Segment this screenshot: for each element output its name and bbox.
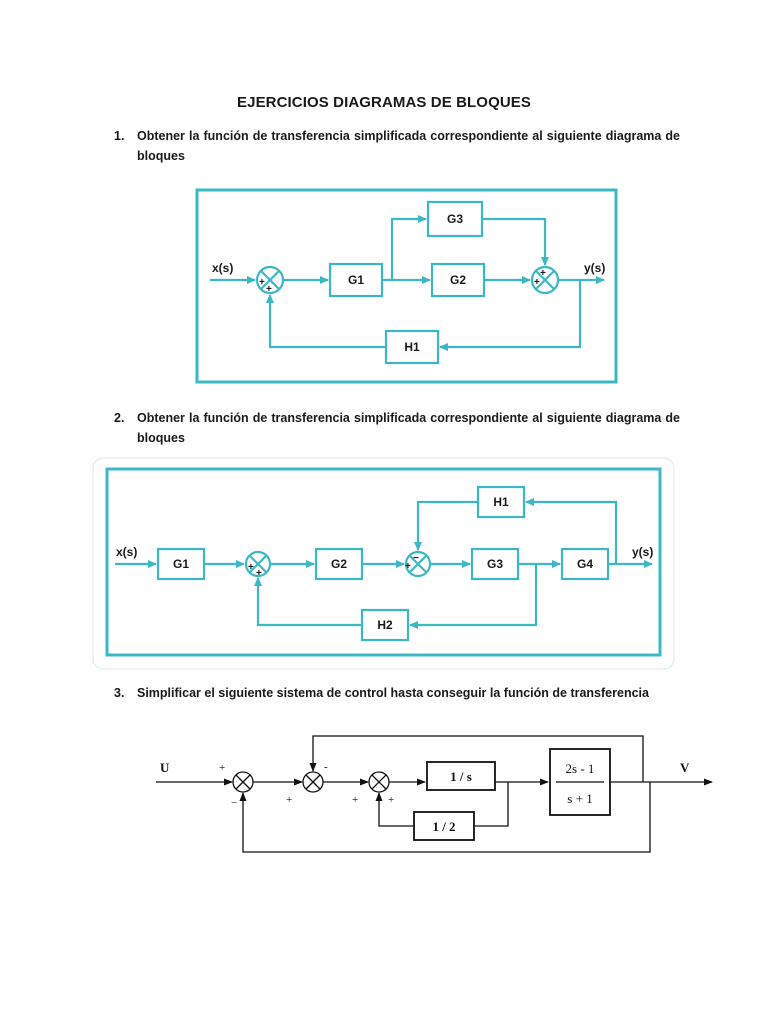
sum1-sign-left: + <box>219 762 225 774</box>
exercise-3-text: Simplificar el siguiente sistema de cont… <box>137 686 649 700</box>
sum-junction-1 <box>244 550 272 578</box>
sum2-sign-left: + <box>286 794 292 806</box>
block-g3-label: G3 <box>447 212 463 226</box>
diagram-2-card <box>92 457 675 670</box>
sum1-sign-left: + <box>248 562 254 573</box>
sum-junction-1 <box>232 771 254 793</box>
diagram-1-frame <box>195 188 618 384</box>
tf-numerator: 2s - 1 <box>566 761 595 776</box>
sum3-sign-bottom: + <box>388 794 394 806</box>
sum1-sign-left: + <box>259 277 265 288</box>
integrator-label: 1 / s <box>450 769 472 784</box>
diagram-2 <box>105 467 662 657</box>
sum1-sign-bottom: + <box>256 568 262 579</box>
page-title: EJERCICIOS DIAGRAMAS DE BLOQUES <box>237 94 531 111</box>
input-label: x(s) <box>116 545 137 559</box>
diagram-3-labels: 1 / s 1 / 2 2s - 1 s + 1 U V + − + - + + <box>160 760 690 834</box>
sum-junction-2 <box>302 771 324 793</box>
input-label: x(s) <box>212 261 233 275</box>
block-h1-label: H1 <box>404 340 420 354</box>
block-g2-label: G2 <box>450 273 466 287</box>
exercise-2-text: Obtener la función de transferencia simp… <box>137 411 680 445</box>
output-label: V <box>680 760 690 775</box>
exercise-2: 2. Obtener la función de transferencia s… <box>114 408 680 448</box>
diagram-2-labels: G1 G2 G3 G4 H1 H2 x(s) y(s) + + + − <box>116 495 653 632</box>
diagram-2-frame <box>105 467 662 657</box>
block-h1-label: H1 <box>493 495 509 509</box>
block-h2-label: H2 <box>377 618 393 632</box>
exercise-1-text: Obtener la función de transferencia simp… <box>137 129 680 163</box>
block-integrator <box>426 761 496 791</box>
exercise-1: 1. Obtener la función de transferencia s… <box>114 126 680 166</box>
exercise-2-number: 2. <box>114 411 125 425</box>
output-label: y(s) <box>632 545 653 559</box>
sum2-sign-left: + <box>534 277 540 288</box>
exercise-1-number: 1. <box>114 129 125 143</box>
half-label: 1 / 2 <box>432 819 455 834</box>
tf-denominator: s + 1 <box>567 791 592 806</box>
sum2-sign-top: − <box>413 553 419 564</box>
input-label: U <box>160 760 170 775</box>
sum-junction-3 <box>368 771 390 793</box>
output-label: y(s) <box>584 261 605 275</box>
block-g3-label: G3 <box>487 557 503 571</box>
sum2-sign-top: + <box>540 268 546 279</box>
block-g1-label: G1 <box>348 273 364 287</box>
sum1-sign-bottom: + <box>266 284 272 295</box>
diagram-1 <box>195 188 618 384</box>
sum2-sign-left: + <box>405 561 411 572</box>
exercise-3: 3. Simplificar el siguiente sistema de c… <box>114 683 680 703</box>
sum1-sign-bottom: − <box>231 797 237 809</box>
block-g2-label: G2 <box>331 557 347 571</box>
diagram-1-labels: G1 G2 G3 H1 x(s) y(s) + + + + <box>212 212 605 354</box>
exercise-3-number: 3. <box>114 686 125 700</box>
block-g4-label: G4 <box>577 557 593 571</box>
sum3-sign-left: + <box>352 794 358 806</box>
sum2-sign-top: - <box>324 761 328 773</box>
block-g1-label: G1 <box>173 557 189 571</box>
diagram-3 <box>156 735 713 853</box>
